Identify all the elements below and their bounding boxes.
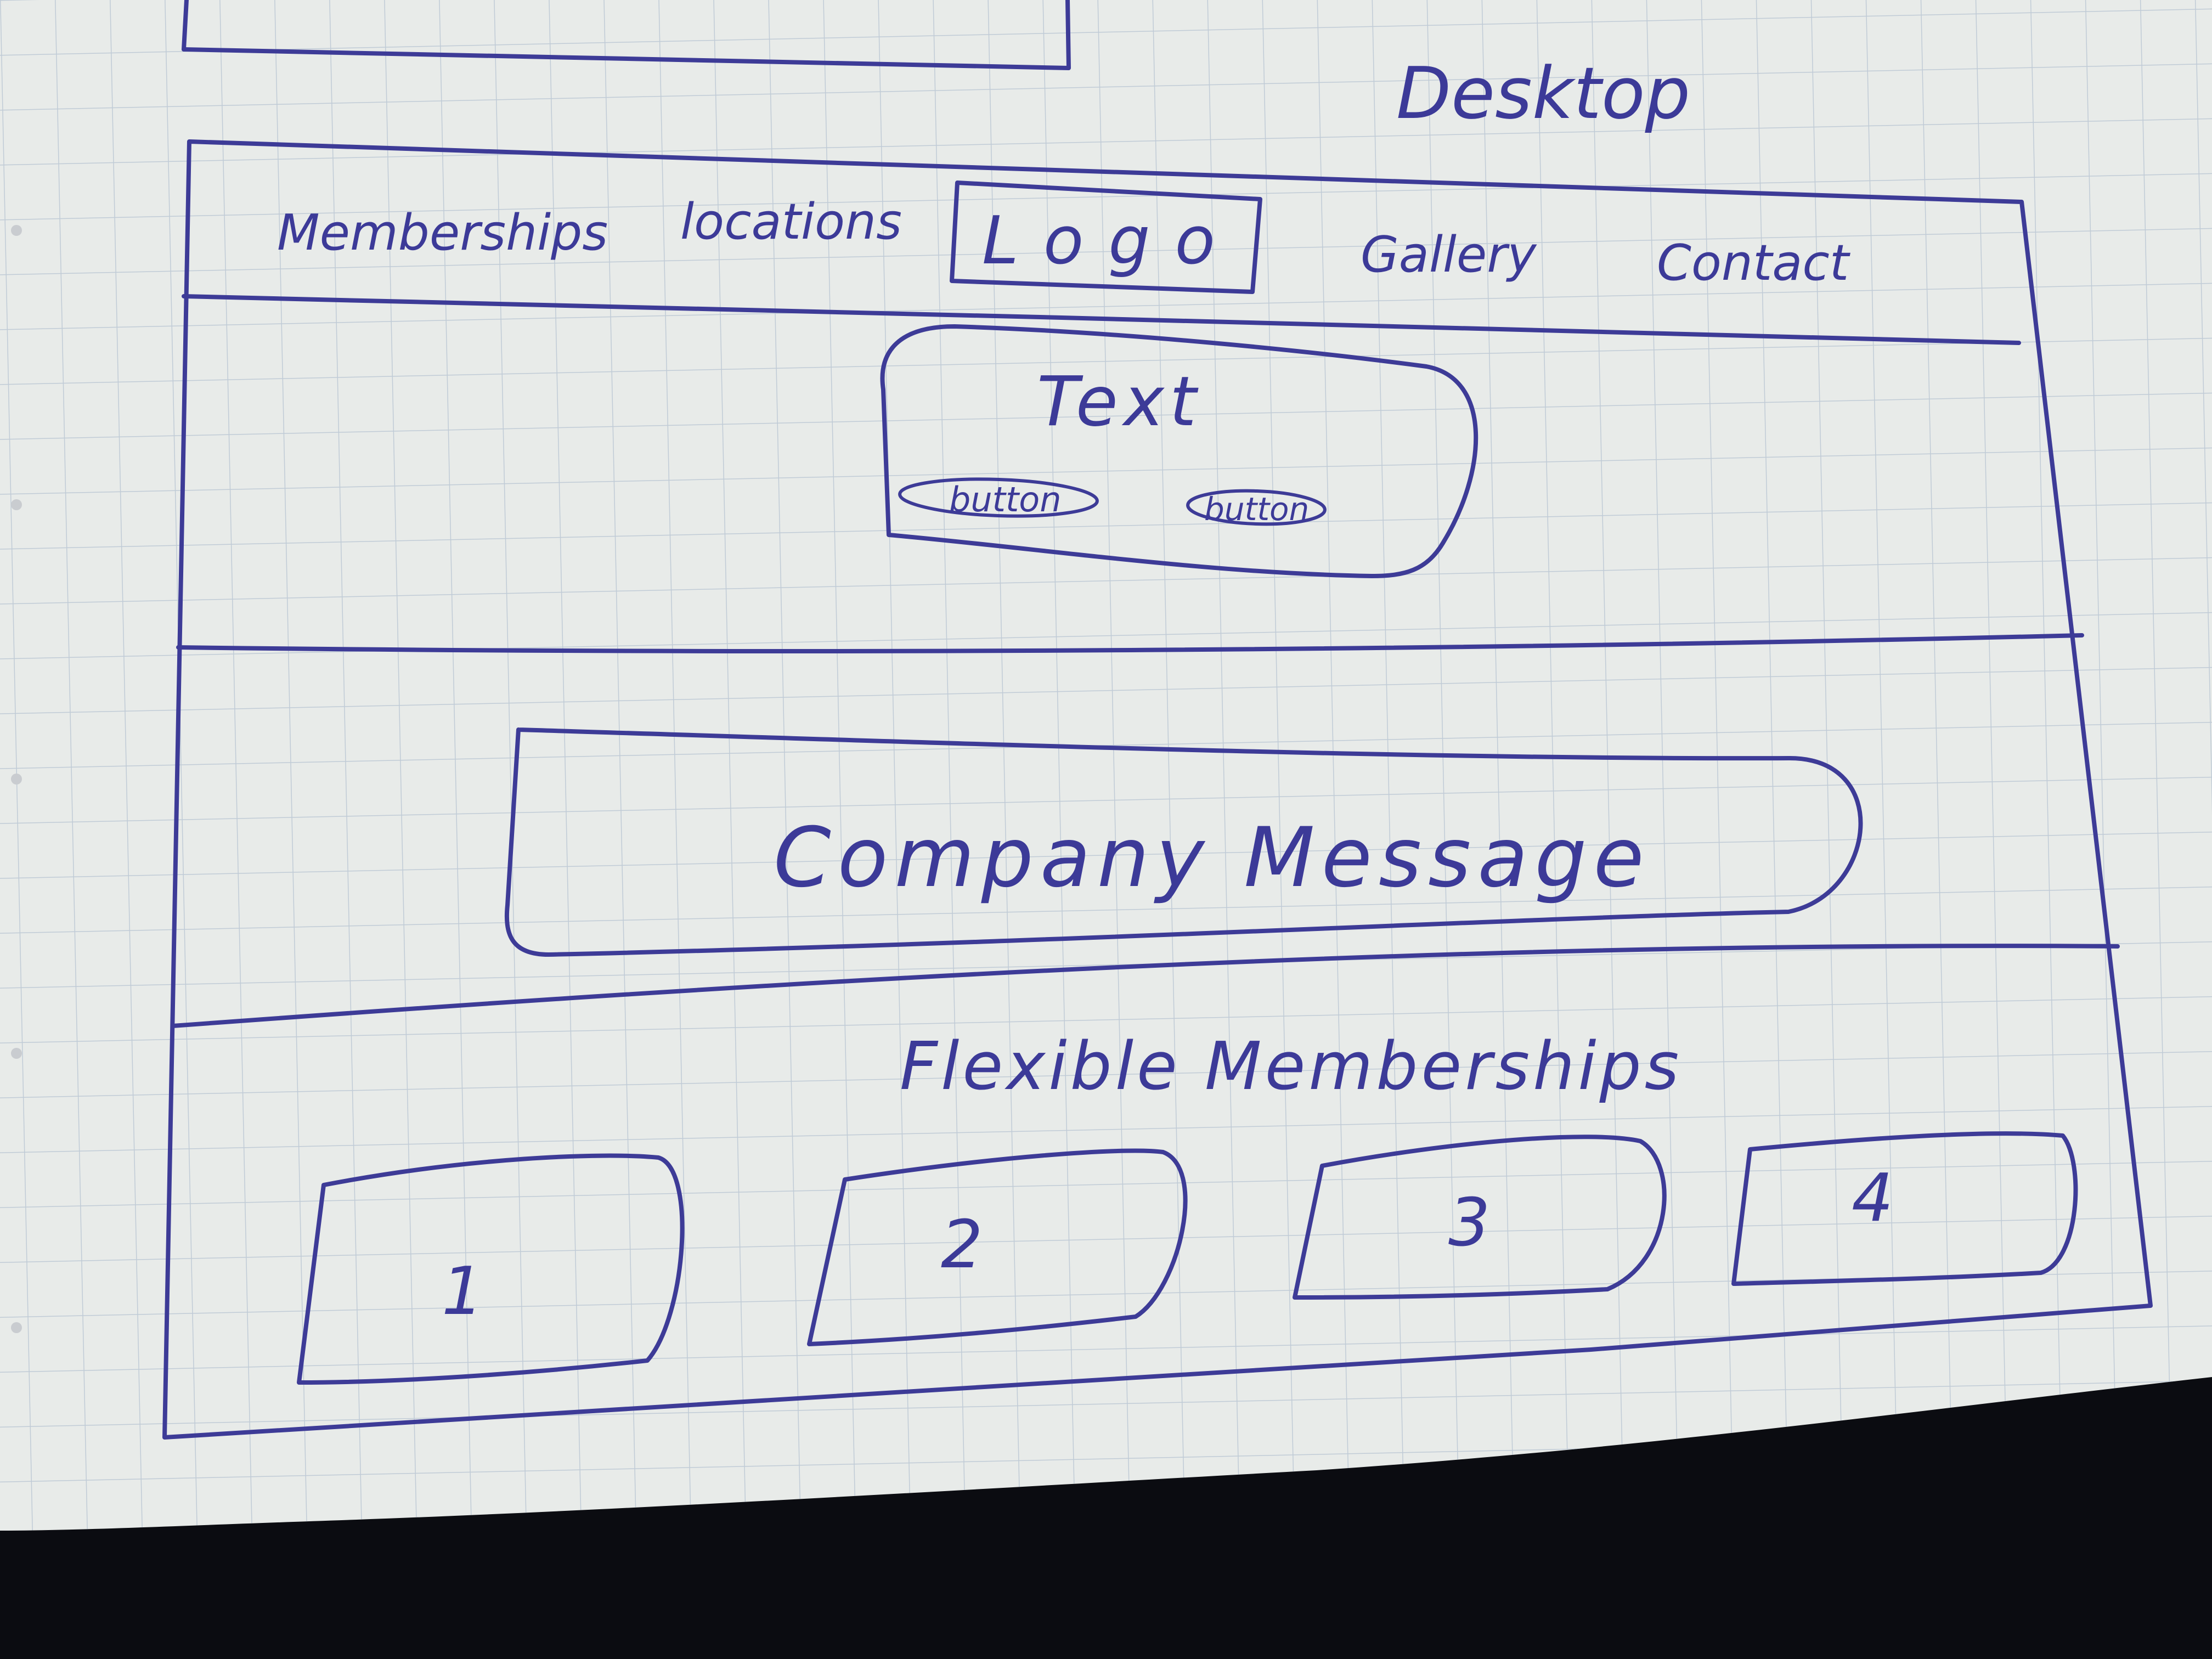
membership-card-1-label[interactable]: 1 — [442, 1254, 483, 1330]
membership-card-4-label[interactable]: 4 — [1852, 1160, 1893, 1237]
hero-text: Text — [1037, 362, 1202, 442]
membership-card-1-shape[interactable] — [297, 1153, 685, 1385]
nav-item-locations[interactable]: locations — [680, 193, 902, 251]
hero-card — [880, 324, 1479, 578]
logo-box — [950, 180, 1262, 294]
membership-card-4-shape[interactable] — [1731, 1131, 2078, 1286]
sketch-heading: Desktop — [1396, 52, 1690, 135]
nav-logo[interactable]: Logo — [982, 203, 1240, 279]
memberships-title: Flexible Memberships — [900, 1029, 1682, 1105]
nav-item-memberships[interactable]: Memberships — [277, 204, 608, 262]
hero-button-1-label[interactable]: button — [949, 479, 1062, 520]
hero-divider — [176, 633, 2084, 653]
message-divider — [171, 944, 2120, 1028]
hero-button-2-label[interactable]: button — [1204, 490, 1309, 528]
navbar-divider — [182, 294, 2021, 345]
paper-grid — [0, 0, 2212, 1531]
previous-sketch-box — [182, 0, 1071, 70]
membership-card-3-label[interactable]: 3 — [1448, 1185, 1490, 1261]
hero-button-2-shape[interactable] — [1186, 489, 1327, 527]
hero-button-1-shape[interactable] — [898, 476, 1099, 520]
previous-sketch-box-side — [182, 0, 189, 52]
membership-card-2-label[interactable]: 2 — [941, 1207, 983, 1283]
notebook-binding — [11, 225, 22, 1333]
company-message-text: Company Message — [774, 810, 1651, 906]
membership-card-3-shape[interactable] — [1293, 1135, 1667, 1300]
nav-item-contact[interactable]: Contact — [1657, 234, 1851, 292]
membership-card-2-shape[interactable] — [807, 1148, 1188, 1346]
company-message-pill — [504, 727, 1863, 957]
nav-item-gallery[interactable]: Gallery — [1361, 226, 1537, 284]
